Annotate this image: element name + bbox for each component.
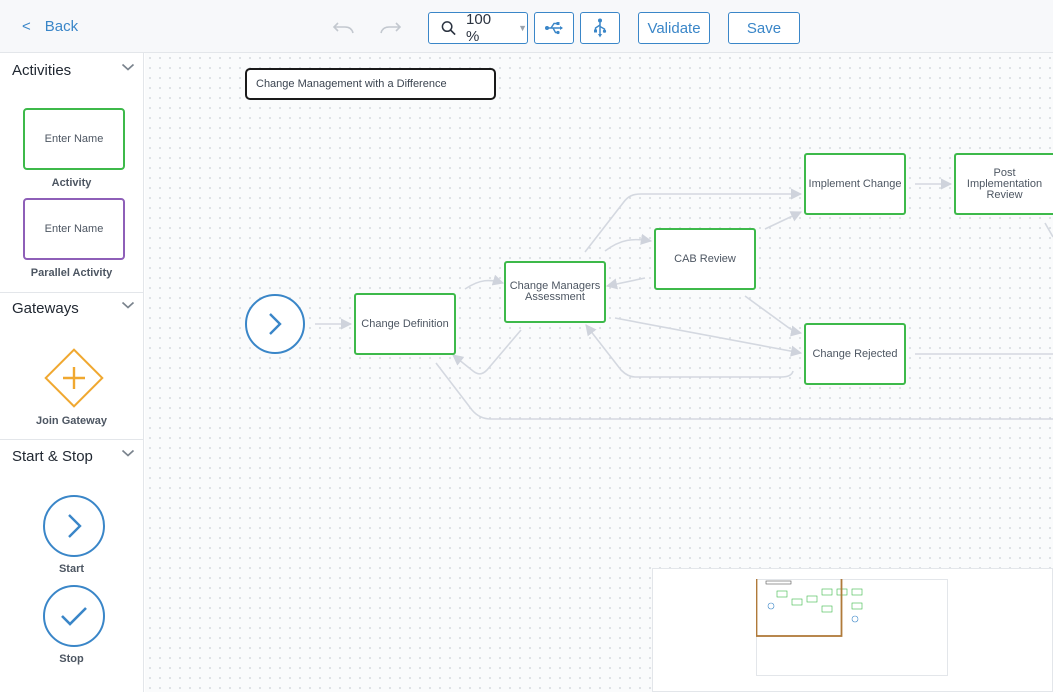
start-palette-label: Start: [58, 563, 85, 575]
save-button[interactable]: Save: [728, 12, 800, 44]
connector: [764, 211, 803, 230]
join-gateway-palette-item[interactable]: [41, 345, 107, 411]
check-icon: [61, 607, 87, 626]
parallel-activity-palette-label: Parallel Activity: [30, 267, 113, 279]
node-implement-change[interactable]: Implement Change: [804, 153, 906, 215]
gateways-section-title: Gateways: [12, 299, 79, 317]
back-label: Back: [44, 18, 79, 35]
parallel-activity-palette-item[interactable]: Enter Name: [23, 198, 125, 260]
zoom-control[interactable]: 100 % ▼: [428, 11, 528, 45]
chevron-left-icon: <: [22, 18, 31, 35]
start-palette-item[interactable]: [42, 494, 106, 558]
tree-layout-icon: [594, 18, 607, 38]
node-change-definition[interactable]: Change Definition: [354, 293, 456, 355]
start-stop-section-title: Start & Stop: [12, 447, 93, 465]
node-label: Change Rejected: [812, 347, 898, 360]
join-gateway-palette-label: Join Gateway: [36, 415, 107, 427]
stop-palette-label: Stop: [59, 653, 84, 665]
zoom-value: 100 %: [466, 11, 492, 45]
back-button[interactable]: < Back: [22, 18, 78, 35]
minimap-viewport[interactable]: [756, 579, 843, 637]
undo-button[interactable]: [333, 17, 355, 37]
section-divider: [0, 439, 143, 440]
node-change-rejected[interactable]: Change Rejected: [804, 323, 906, 385]
plus-icon: [63, 367, 85, 389]
connector: [584, 188, 803, 253]
node-label: Change Definition: [361, 317, 449, 330]
stop-palette-item[interactable]: [42, 584, 106, 648]
activities-section-title: Activities: [12, 61, 72, 79]
redo-button[interactable]: [379, 17, 401, 37]
undo-icon: [333, 22, 354, 34]
connector-layer: [315, 178, 1053, 420]
chevron-right-icon: [68, 514, 82, 538]
redo-icon: [380, 22, 401, 34]
node-label: Implement Change: [808, 177, 902, 190]
chevron-right-icon: [269, 313, 282, 335]
vertical-layout-button[interactable]: [580, 12, 620, 44]
top-toolbar: < Back 100 % ▼: [0, 0, 1053, 53]
node-cab-review[interactable]: CAB Review: [654, 228, 756, 290]
connector: [435, 362, 1053, 420]
connector: [604, 233, 653, 252]
connector: [452, 329, 522, 375]
activity-palette-label: Activity: [51, 177, 92, 189]
validate-button[interactable]: Validate: [638, 12, 710, 44]
node-label: Post Implementation Review: [966, 166, 1043, 201]
gateways-section-header[interactable]: Gateways: [0, 293, 143, 323]
chevron-down-icon: [121, 63, 135, 71]
chevron-down-icon: ▼: [518, 23, 527, 33]
activity-palette-item[interactable]: Enter Name: [23, 108, 125, 170]
start-stop-section-header[interactable]: Start & Stop: [0, 441, 143, 471]
minimap[interactable]: [652, 568, 1053, 692]
horizontal-layout-button[interactable]: [534, 12, 574, 44]
chevron-down-icon: [121, 449, 135, 457]
section-divider: [0, 292, 143, 293]
minimap-view: [756, 579, 948, 676]
connector: [614, 317, 803, 357]
connector: [464, 274, 505, 290]
palette-sidebar: Activities Enter Name Activity Enter Nam…: [0, 53, 144, 692]
node-label: CAB Review: [674, 252, 736, 265]
connector: [605, 277, 646, 290]
connector: [744, 295, 803, 337]
chevron-down-icon: [121, 301, 135, 309]
start-node[interactable]: [244, 293, 306, 355]
node-post-implementation-review[interactable]: Post Implementation Review: [954, 153, 1053, 215]
search-icon: [441, 21, 456, 36]
workflow-canvas[interactable]: Change Management with a Difference Chan…: [145, 53, 1053, 692]
workflow-title-field[interactable]: Change Management with a Difference: [245, 68, 496, 100]
connector: [1044, 222, 1053, 238]
usb-layout-icon: [545, 22, 563, 35]
node-change-managers-assessment[interactable]: Change Managers Assessment: [504, 261, 606, 323]
activities-section-header[interactable]: Activities: [0, 55, 143, 85]
node-label: Change Managers Assessment: [509, 280, 601, 303]
connector: [585, 324, 794, 378]
